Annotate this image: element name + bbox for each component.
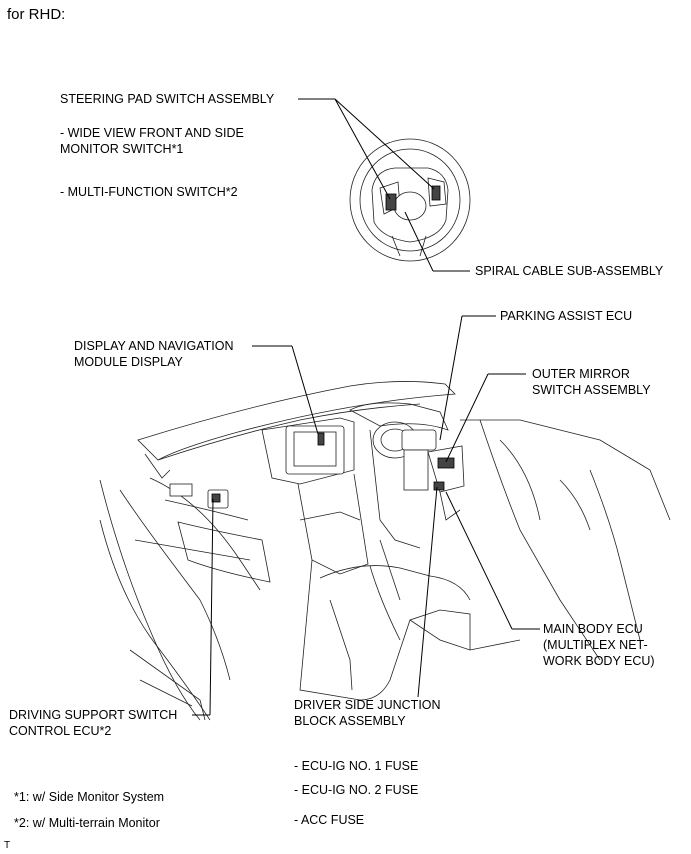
wide-view-switch-label-line1: - WIDE VIEW FRONT AND SIDE <box>60 126 244 140</box>
driving-support-switch-label-line1: DRIVING SUPPORT SWITCH <box>9 708 178 722</box>
outer-mirror-switch-label-line2: SWITCH ASSEMBLY <box>532 383 651 397</box>
display-navigation-label-line1: DISPLAY AND NAVIGATION <box>74 339 234 353</box>
dashboard-drawing <box>99 381 671 721</box>
ecu-ig-no1-fuse-label: - ECU-IG NO. 1 FUSE <box>294 759 419 773</box>
page-title: for RHD: <box>7 6 66 23</box>
footnote-1: *1: w/ Side Monitor System <box>14 790 165 804</box>
driver-side-junction-label-line1: DRIVER SIDE JUNCTION <box>294 698 441 712</box>
spiral-cable-label: SPIRAL CABLE SUB-ASSEMBLY <box>475 264 664 278</box>
parking-assist-ecu-label: PARKING ASSIST ECU <box>500 309 633 323</box>
acc-fuse-label: - ACC FUSE <box>294 813 365 827</box>
main-body-ecu-label-line2: (MULTIPLEX NET- <box>543 638 648 652</box>
ecu-ig-no2-fuse-label: - ECU-IG NO. 2 FUSE <box>294 783 419 797</box>
multi-function-switch-label: - MULTI-FUNCTION SWITCH*2 <box>60 185 238 199</box>
outer-mirror-switch-label-line1: OUTER MIRROR <box>532 367 630 381</box>
main-body-ecu-label-line3: WORK BODY ECU) <box>543 654 655 668</box>
steering-pad-switch-label: STEERING PAD SWITCH ASSEMBLY <box>60 92 275 106</box>
footnote-2: *2: w/ Multi-terrain Monitor <box>14 816 160 830</box>
corner-mark: T <box>4 840 11 851</box>
steering-wheel-drawing <box>349 138 471 262</box>
driver-side-junction-label-line2: BLOCK ASSEMBLY <box>294 714 406 728</box>
main-body-ecu-label-line1: MAIN BODY ECU <box>543 622 643 636</box>
leader-lines <box>192 98 540 716</box>
display-navigation-label-line2: MODULE DISPLAY <box>74 355 183 369</box>
driving-support-switch-label-line2: CONTROL ECU*2 <box>9 724 112 738</box>
wide-view-switch-label-line2: MONITOR SWITCH*1 <box>60 142 184 156</box>
